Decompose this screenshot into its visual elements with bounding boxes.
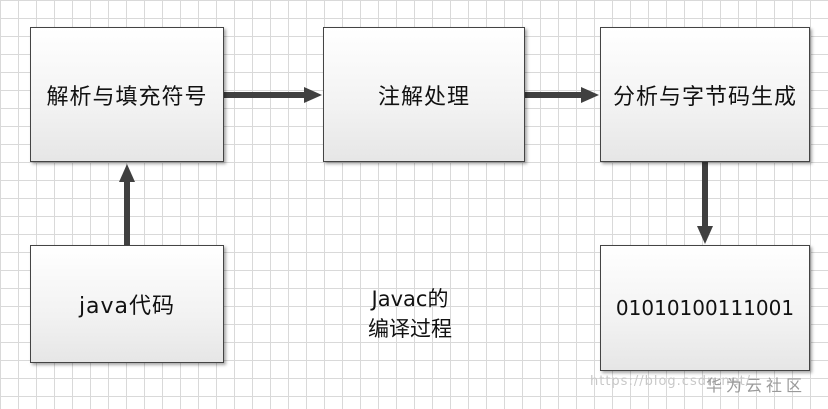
arrowhead-fill bbox=[119, 164, 135, 182]
node-annotation-processing: 注解处理 bbox=[323, 27, 525, 162]
node-binary-output: 01010100111001 bbox=[600, 245, 810, 371]
arrowhead-analysis bbox=[581, 87, 599, 103]
watermark-brand: 华为云社区 bbox=[706, 376, 807, 395]
arrowhead-annotation bbox=[304, 87, 322, 103]
node-java-code: java代码 bbox=[30, 245, 224, 363]
watermark-url: https://blog.csdn.net/ bbox=[590, 374, 752, 389]
node-label: 解析与填充符号 bbox=[46, 84, 208, 110]
node-label: java代码 bbox=[78, 294, 176, 319]
node-parse-fill-symbols: 解析与填充符号 bbox=[30, 27, 224, 162]
caption-line-2: 编译过程 bbox=[368, 317, 452, 341]
arrowhead-binary bbox=[697, 226, 713, 244]
caption-line-1: Javac的 bbox=[371, 287, 449, 311]
node-label: 分析与字节码生成 bbox=[612, 84, 797, 110]
node-analysis-bytecode: 分析与字节码生成 bbox=[600, 27, 810, 162]
diagram-caption: Javac的 编译过程 bbox=[340, 284, 480, 344]
node-label: 注解处理 bbox=[377, 84, 470, 110]
node-label: 01010100111001 bbox=[615, 296, 795, 320]
